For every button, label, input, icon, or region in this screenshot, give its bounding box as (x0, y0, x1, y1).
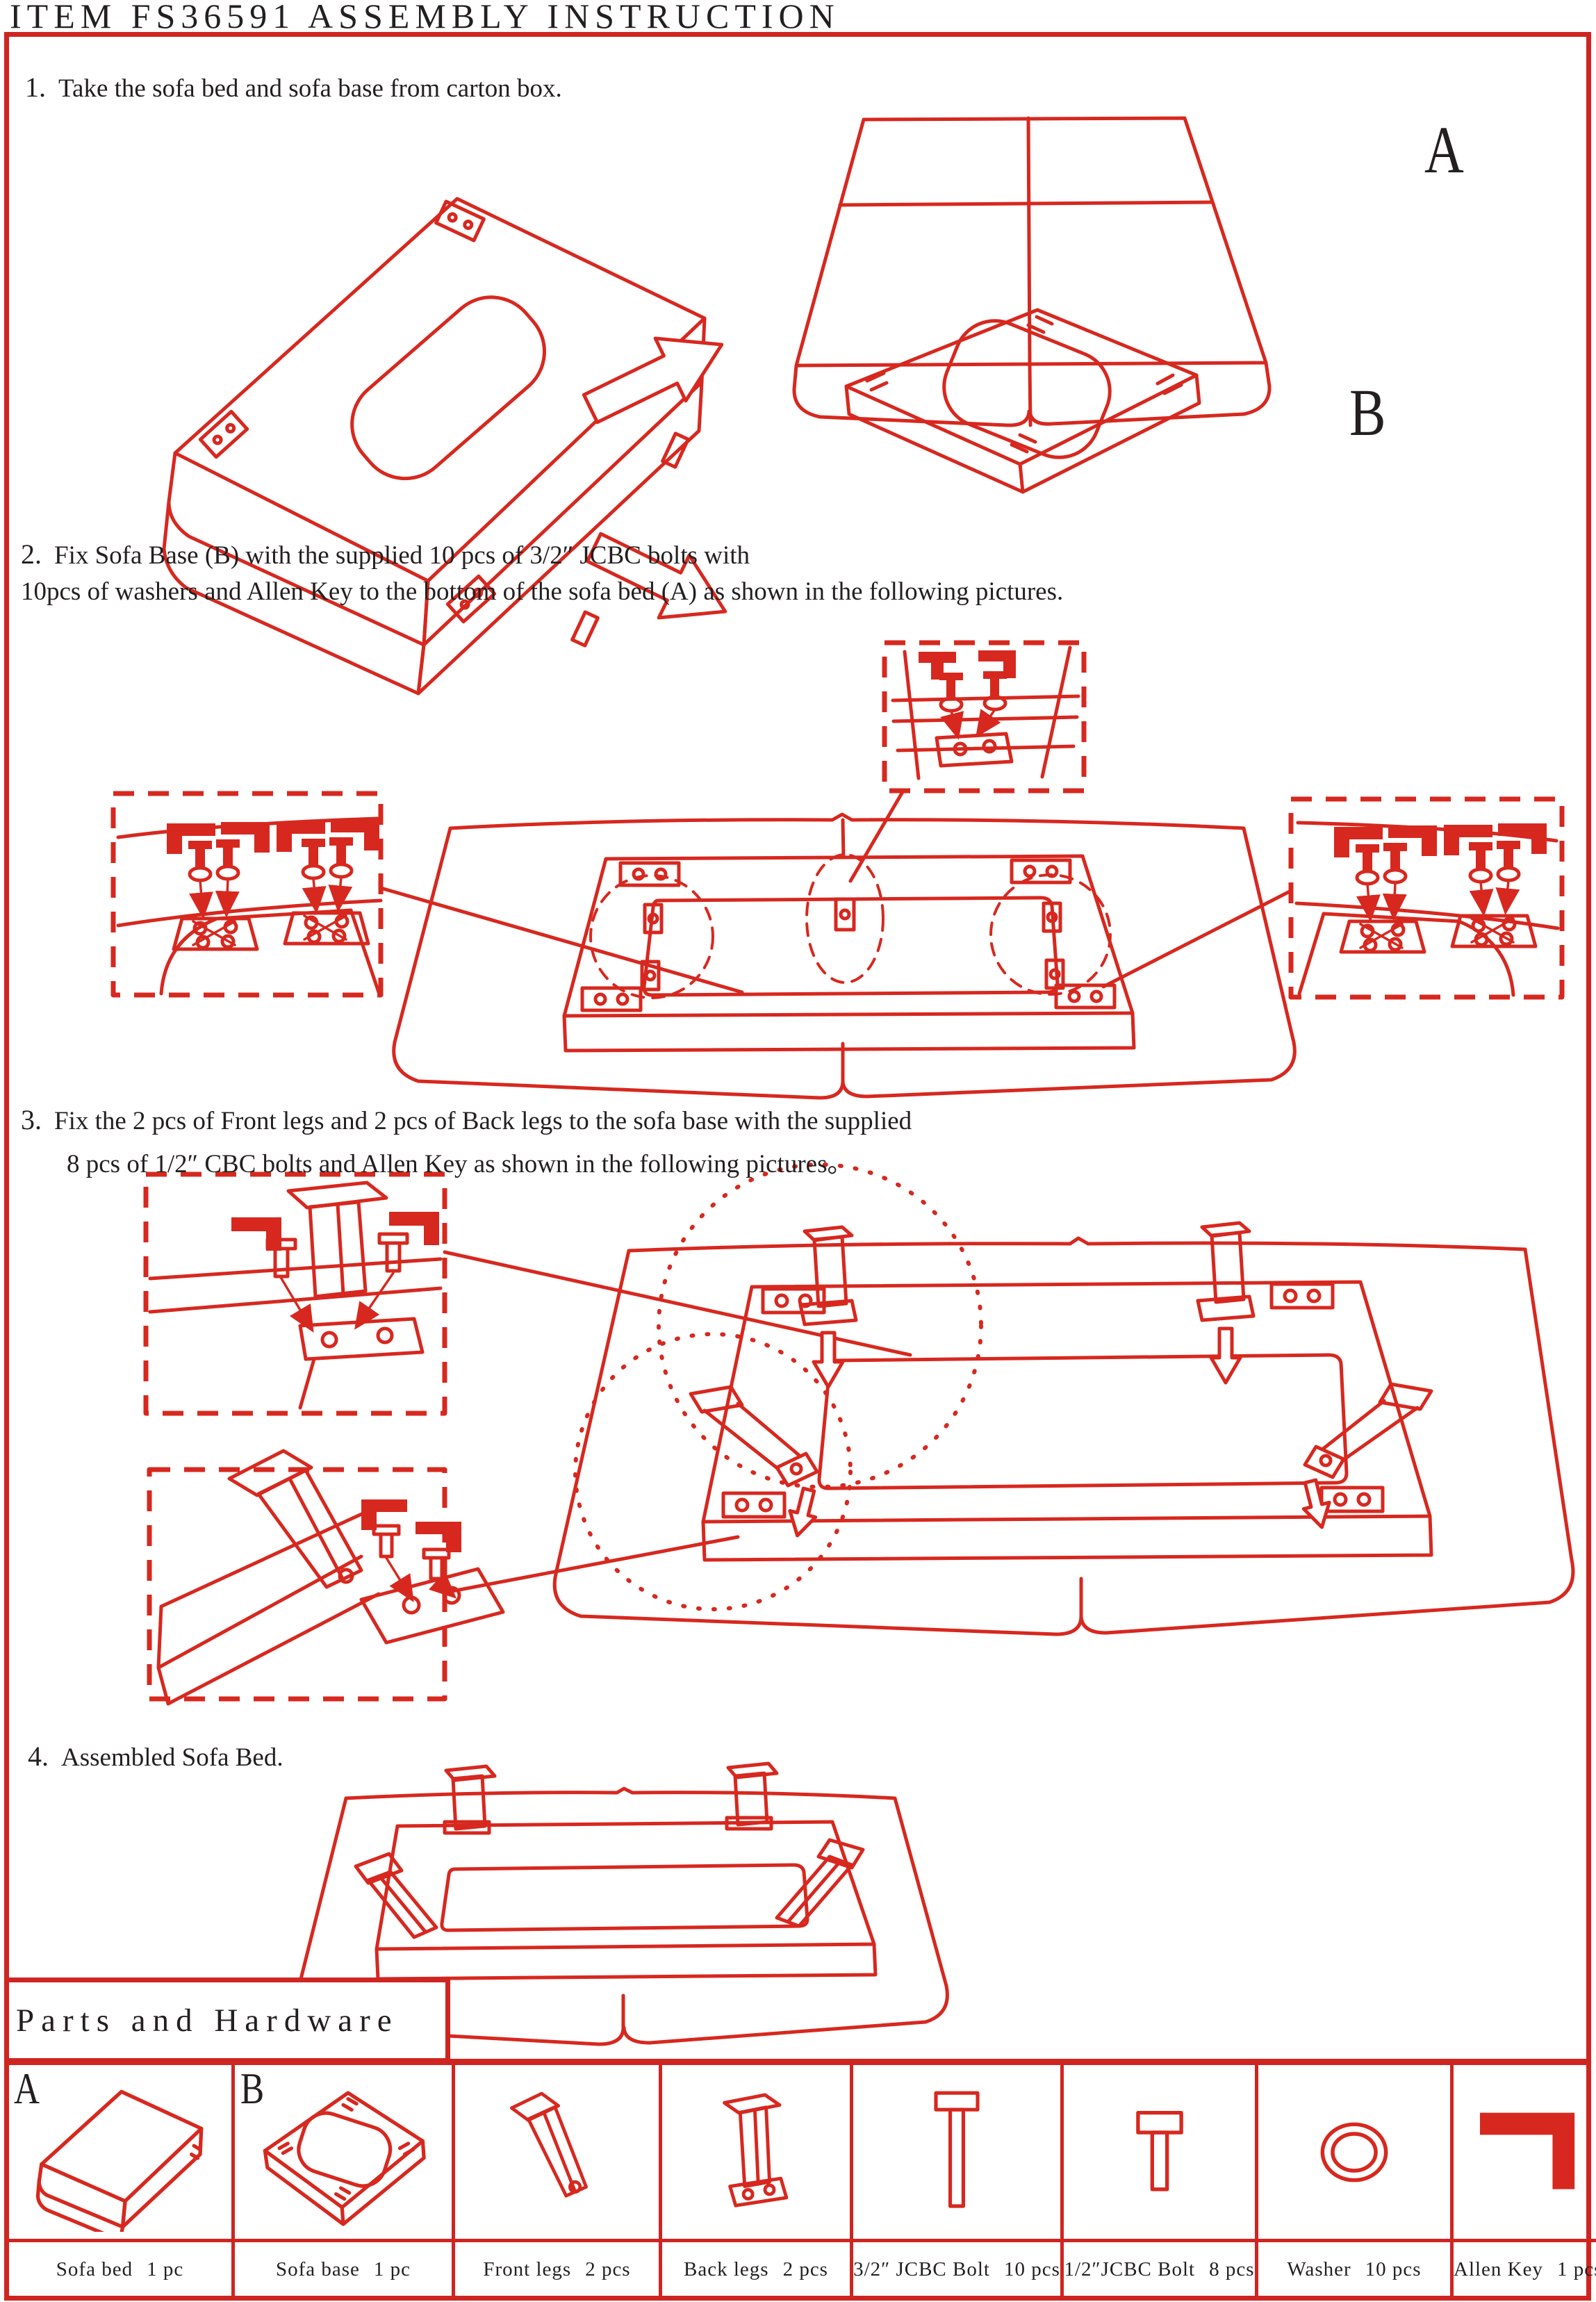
step1-text: 1.Take the sofa bed and sofa base from c… (25, 72, 562, 103)
allen-key-icon (1476, 2109, 1580, 2196)
long-bolt-icon (929, 2089, 985, 2214)
step4-text: 4.Assembled Sofa Bed. (28, 1741, 283, 1772)
step1-number: 1. (25, 72, 46, 103)
step3-number: 3. (21, 1104, 42, 1135)
front-leg-icon (502, 2086, 613, 2218)
washer-icon (1316, 2119, 1392, 2185)
step3-text-line2: 8 pcs of 1/2″ CBC bolts and Allen Key as… (67, 1150, 853, 1178)
parts-hardware-title: Parts and Hardware (16, 2002, 399, 2039)
sofa-bed-label-a: A (1424, 113, 1464, 187)
back-leg-icon (711, 2086, 801, 2218)
folded-sofa-icon (26, 2072, 214, 2232)
short-bolt-icon (1132, 2109, 1187, 2196)
step4-number: 4. (28, 1741, 49, 1772)
step2-text-line2: 10pcs of washers and Allen Key to the bo… (21, 577, 1064, 606)
sofa-base-icon (253, 2072, 434, 2232)
step3-text-line1: 3.Fix the 2 pcs of Front legs and 2 pcs … (21, 1104, 912, 1135)
step2-text-line1: 2.Fix Sofa Base (B) with the supplied 10… (21, 538, 750, 570)
sofa-base-label-b: B (1349, 375, 1386, 450)
page-title: ITEM FS36591 ASSEMBLY INSTRUCTION (10, 0, 840, 35)
part-marker-a: A (14, 2064, 40, 2113)
step2-number: 2. (21, 538, 42, 570)
parts-hardware-header-box: Parts and Hardware (4, 1978, 450, 2063)
part-marker-b: B (240, 2064, 265, 2113)
